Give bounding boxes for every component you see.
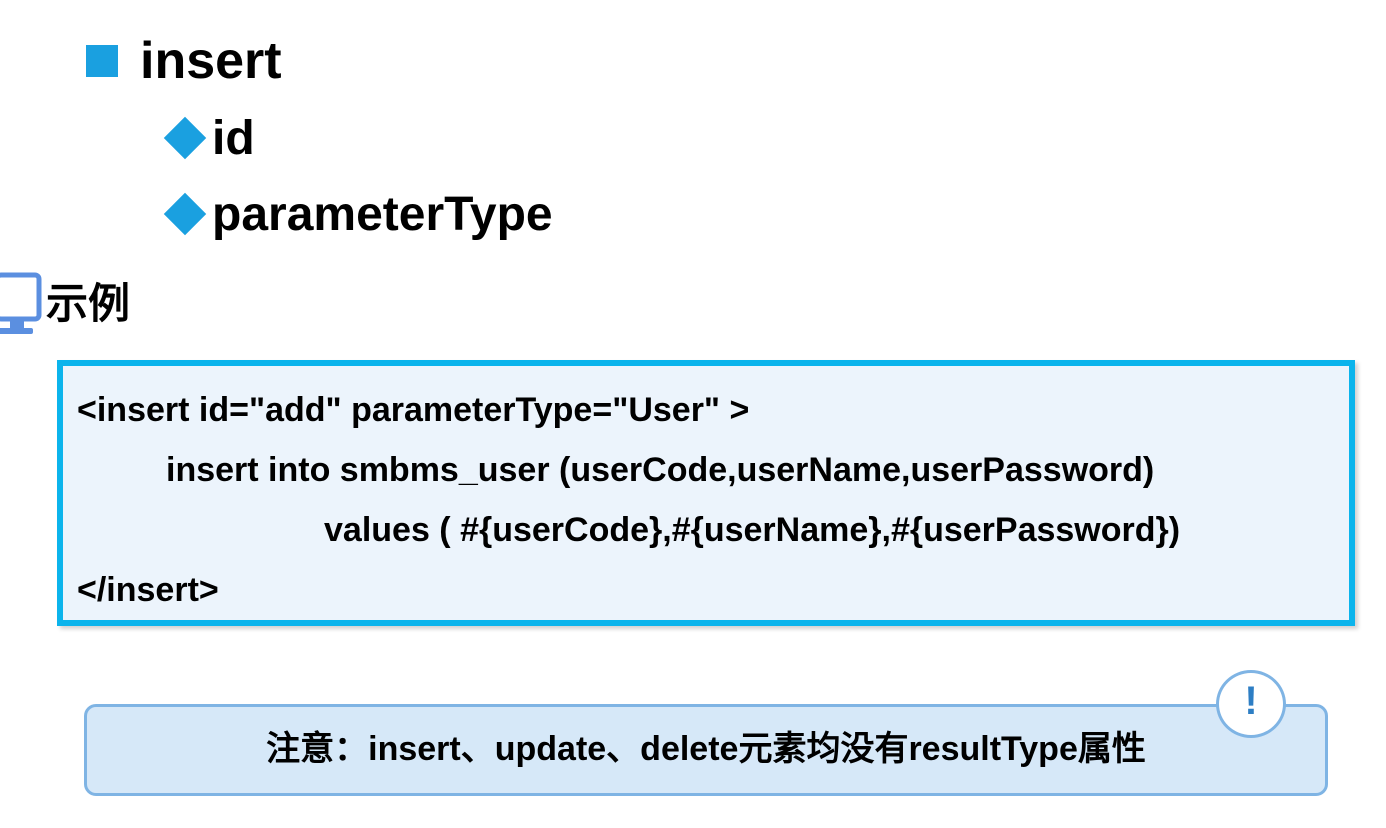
sub-item-parametertype: parameterType — [162, 186, 553, 242]
sub-item-label: id — [212, 111, 255, 165]
code-line: values ( #{userCode},#{userName},#{userP… — [324, 511, 1181, 549]
sub-item-id: id — [162, 110, 255, 166]
code-line: <insert id="add" parameterType="User" > — [77, 391, 750, 429]
diamond-bullet-icon — [163, 192, 207, 236]
example-label: 示例 — [46, 280, 131, 327]
note-box: 注意：insert、update、delete元素均没有resultType属性 — [84, 704, 1328, 796]
square-bullet-icon — [86, 45, 118, 77]
note-text: 注意：insert、update、delete元素均没有resultType属性 — [266, 730, 1146, 768]
heading-title: insert — [140, 32, 282, 90]
code-block: <insert id="add" parameterType="User" > … — [57, 360, 1355, 626]
exclamation-icon: ! — [1216, 670, 1286, 738]
code-line: </insert> — [77, 571, 219, 609]
diamond-bullet-icon — [163, 116, 207, 160]
sub-item-label: parameterType — [212, 187, 553, 241]
monitor-icon — [0, 272, 42, 334]
code-line: insert into smbms_user (userCode,userNam… — [166, 451, 1155, 489]
